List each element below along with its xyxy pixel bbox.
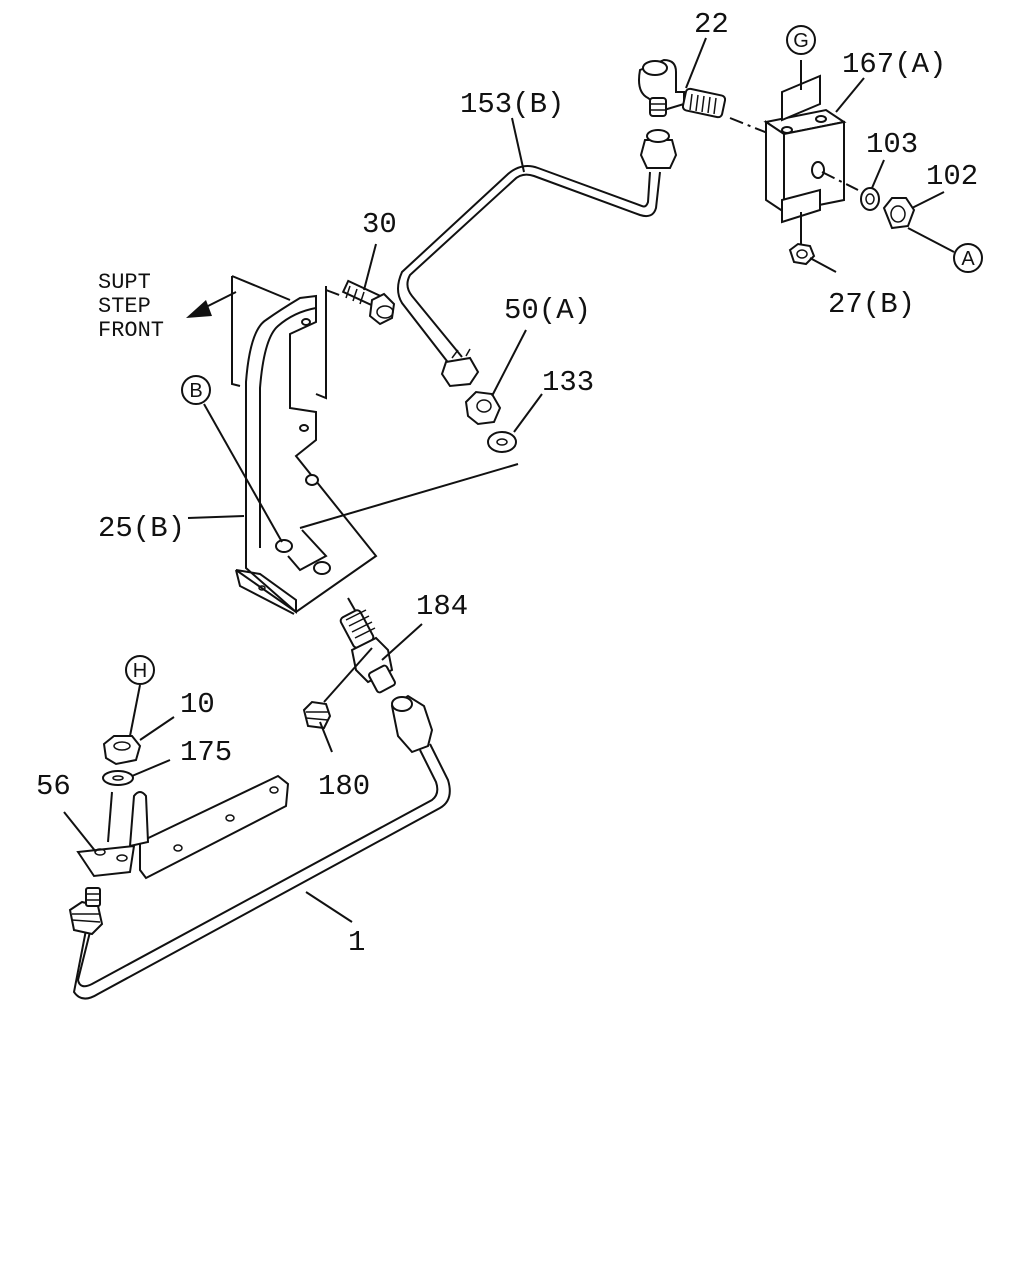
note-line-3: FRONT	[98, 318, 164, 343]
ref-circle-b: B	[181, 375, 211, 405]
note-line-1: SUPT	[98, 270, 151, 295]
washer-133	[487, 431, 517, 453]
svg-text:G: G	[793, 30, 809, 52]
label-30: 30	[362, 208, 397, 241]
note-line-2: STEP	[98, 294, 151, 319]
bracket-167a	[763, 60, 847, 246]
label-102: 102	[926, 160, 978, 193]
label-25b: 25(B)	[98, 512, 185, 545]
label-56: 56	[36, 770, 71, 803]
label-1: 1	[348, 926, 365, 959]
leader-lines	[63, 37, 955, 923]
svg-text:B: B	[189, 380, 202, 402]
pipe-1	[68, 694, 451, 1000]
pipe-153b	[397, 129, 678, 388]
front-direction-arrow	[186, 291, 237, 318]
svg-text:A: A	[961, 248, 975, 270]
label-153b: 153(B)	[460, 88, 564, 121]
fitting-22	[638, 58, 727, 119]
washer-103	[860, 187, 880, 211]
label-10: 10	[180, 688, 215, 721]
label-50a: 50(A)	[504, 294, 591, 327]
svg-text:H: H	[133, 660, 147, 682]
label-22: 22	[694, 8, 729, 41]
label-180: 180	[318, 770, 370, 803]
bracket-56	[76, 774, 290, 880]
label-175: 175	[180, 736, 232, 769]
label-184: 184	[416, 590, 468, 623]
label-167a: 167(A)	[842, 48, 946, 81]
nut-50a	[464, 390, 502, 426]
union-184	[339, 609, 396, 694]
ref-circle-h: H	[125, 655, 155, 685]
nut-10	[102, 735, 142, 766]
ref-circle-a: A	[953, 243, 983, 273]
bolt-30	[341, 279, 396, 326]
washer-175	[102, 770, 134, 786]
nut-102	[882, 197, 916, 230]
bracket-25b	[231, 275, 378, 615]
label-103: 103	[866, 128, 918, 161]
plug-180	[302, 700, 332, 730]
nut-27b	[788, 242, 816, 266]
ref-circle-g: G	[786, 25, 816, 55]
label-133: 133	[542, 366, 594, 399]
label-27b: 27(B)	[828, 288, 915, 321]
